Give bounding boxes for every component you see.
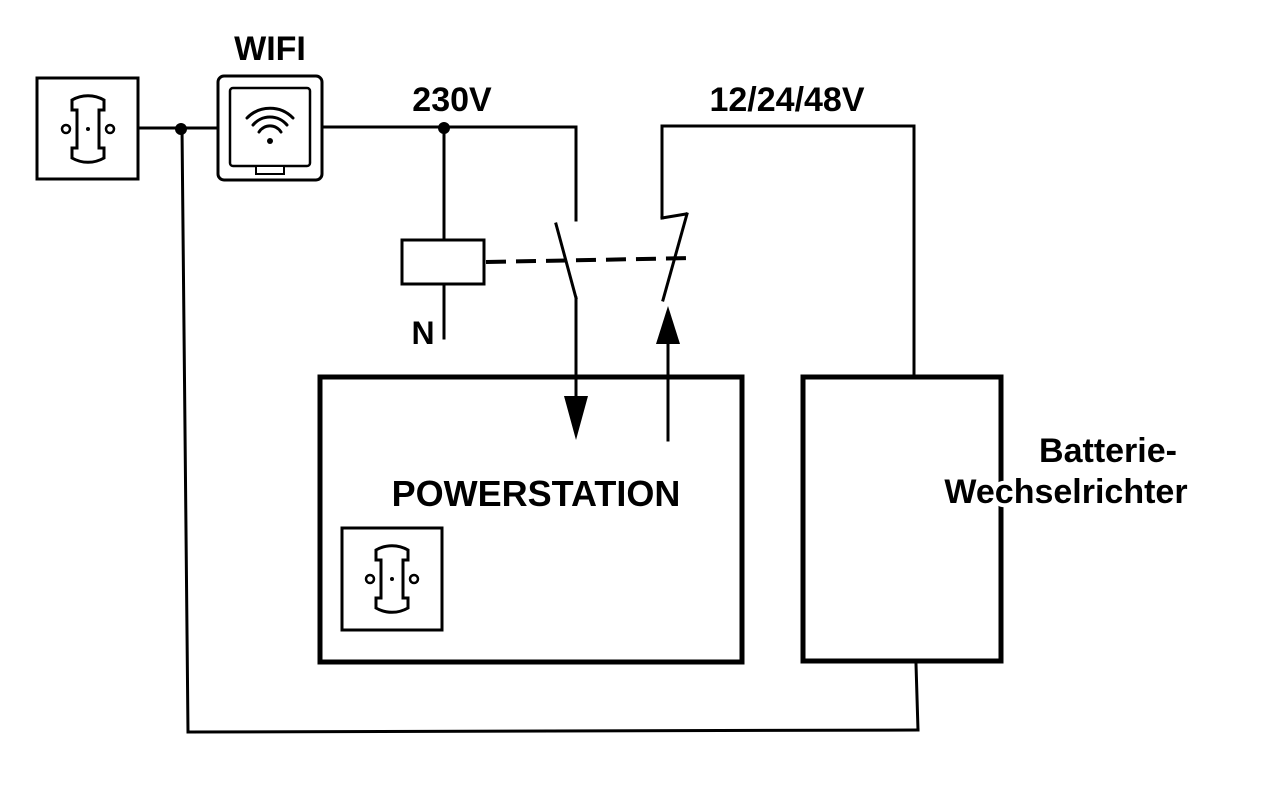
inverter-label-line1-halo: Batterie- [1039, 432, 1177, 470]
wifi-plug-tab [255, 165, 285, 175]
voltage-dc-label: 12/24/48V [709, 81, 864, 119]
wire-switch2-hook [660, 212, 688, 220]
relay-link-dashed [485, 256, 695, 264]
wire-bottom-return [186, 728, 920, 734]
inverter-label-line2: Wechselrichter [944, 473, 1187, 511]
inverter-label-line2-halo: Wechselrichter [944, 473, 1187, 511]
junction-left [175, 123, 187, 135]
junction-230v [438, 122, 450, 134]
schuko-socket-icon [60, 94, 116, 164]
relay-coil [400, 238, 486, 286]
wifi-icon [245, 106, 295, 144]
schuko-socket-icon [364, 544, 420, 614]
switch1-blade [554, 222, 578, 300]
voltage-230v-label: 230V [412, 81, 492, 119]
neutral-label: N [411, 315, 434, 351]
wire-left-return [180, 126, 190, 734]
arrow-up [656, 306, 680, 344]
powerstation-box [317, 374, 745, 665]
inverter-label-line1: Batterie- [1039, 432, 1177, 470]
wire-inverter-bottom [914, 662, 920, 732]
inverter-box [800, 374, 1004, 664]
powerstation [317, 374, 745, 665]
powerstation-label: POWERSTATION [392, 473, 681, 514]
wifi-plug [216, 74, 324, 182]
arrow-down [564, 396, 588, 440]
wall-socket [35, 76, 140, 181]
wifi-label: WIFI [234, 30, 306, 68]
